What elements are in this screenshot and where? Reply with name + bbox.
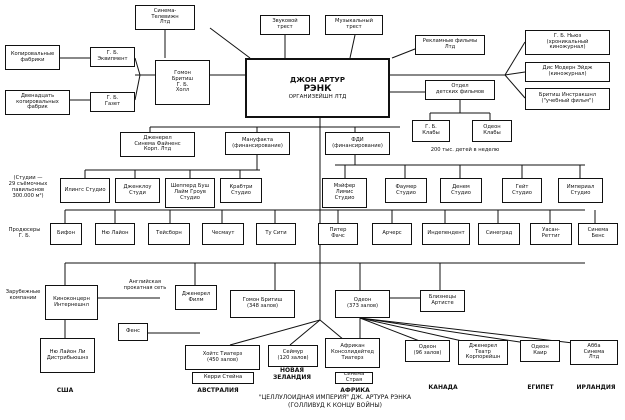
box-gomon-brit: Гомон Бритиш (348 залов) bbox=[230, 290, 295, 318]
box-kinokonc: Киноконцерн Интернешнл bbox=[45, 285, 98, 320]
box-afrikan: Африкан Консолидейтед Тиатерз bbox=[325, 338, 380, 368]
box-odeon-klaby: Одеон Клабы bbox=[472, 120, 512, 142]
rank-line1: ДЖОН АРТУР bbox=[290, 75, 345, 84]
box-muzykalny: Музыкальный трест bbox=[325, 15, 383, 35]
box-dzhenklou: Дженклоу Студи bbox=[115, 178, 160, 203]
box-manufrakt: Мануфакта (финансирование) bbox=[225, 132, 290, 155]
label-kanada: КАНАДА bbox=[428, 384, 458, 391]
box-dvanad: Двенадцать копировальных фабрик bbox=[5, 90, 70, 115]
box-teysborn: Тейсборн bbox=[148, 223, 190, 245]
box-abba: Абба Синема Лтд bbox=[570, 340, 618, 365]
rank-organisation-box: ДЖОН АРТУР РЭНК ОРГАНИЗЕЙШН ЛТД bbox=[245, 58, 390, 118]
box-dzhenerel: Дженерел Синема Файненс Корп. Лтд bbox=[120, 132, 195, 157]
box-chesmaut: Чесмаут bbox=[202, 223, 244, 245]
box-denem: Денем Студио bbox=[440, 178, 482, 203]
label-nov-zel: НОВАЯ ЗЕЛАНДИЯ bbox=[273, 367, 311, 381]
box-hoyts: Хойтс Тиатерз (450 залов) bbox=[185, 345, 260, 370]
box-odeon: Одеон (373 залов) bbox=[335, 290, 390, 318]
box-ilings: Илингс Студио bbox=[60, 178, 110, 203]
label-studii: (Студии — 29 съёмочных павильонов 300.00… bbox=[8, 175, 48, 199]
box-imperial: Империал Студио bbox=[558, 178, 603, 203]
box-kerri: Керри Стейна bbox=[192, 372, 254, 384]
box-krebtri: Крабтри Студио bbox=[220, 178, 262, 203]
box-sedzhon: Сеймур (120 залов) bbox=[268, 345, 318, 367]
box-odeon-kair: Одеон Каир bbox=[520, 340, 560, 362]
box-piter-fachs: Питер Фачс bbox=[318, 223, 358, 245]
label-avstr-set: Английская прокатная сеть bbox=[123, 279, 167, 291]
label-ssha: США bbox=[56, 387, 74, 394]
box-meyfer: Мэйфер Лимис Студио bbox=[322, 178, 367, 208]
box-faumer: Фаумер Студио bbox=[385, 178, 427, 203]
box-otdel-dety: Отдел детских фильмов bbox=[425, 80, 495, 100]
rank-line2: РЭНК bbox=[303, 83, 332, 94]
label-zarubezhn: Зарубежные компании bbox=[5, 289, 41, 301]
box-fdi: ФДИ (финансирование) bbox=[325, 132, 390, 155]
label-prodyusery: Продюсеры Г. Б. bbox=[8, 227, 41, 239]
box-tu-siti: Ту Сити bbox=[256, 223, 296, 245]
box-bifon: Бифон bbox=[50, 223, 82, 245]
label-dety: 200 тыс. детей в неделю bbox=[430, 147, 500, 153]
box-nyu-layon-lf: Ню Лайон Ли Дистрибьюшнз bbox=[40, 338, 95, 373]
box-dzhenrel-film: Дженерел Филм bbox=[175, 285, 217, 310]
box-dis-modern: Дис Модерн Эйдж (киножурнал) bbox=[525, 62, 610, 82]
title-line1: "ЦЕЛЛУЛОИДНАЯ ИМПЕРИЯ" ДЖ. АРТУРА РЭНКА bbox=[258, 394, 412, 401]
box-reklamnye: Рекламные фильмы Лтд bbox=[415, 35, 485, 55]
box-fens: Фенс bbox=[118, 323, 148, 341]
box-sinegrad: Синеград bbox=[478, 223, 520, 245]
box-bliznets: Близнецы Артисте bbox=[420, 290, 465, 312]
label-avstraliya: АВСТРАЛИЯ bbox=[197, 387, 239, 394]
box-sinema-tv: Синема- Телевижн Лтд bbox=[135, 5, 195, 30]
box-odeon-ca: Одеон (96 залов) bbox=[405, 340, 450, 362]
box-yaku-rettig: Уасан- Реттиг bbox=[530, 223, 572, 245]
box-gb-nyuz: Г. Б. Ньюз (хроникальный киножурнал) bbox=[525, 30, 610, 55]
box-kopirovalnye: Копировальные фабрики bbox=[5, 45, 60, 70]
box-sinema-bens: Синема Бенс bbox=[578, 223, 618, 245]
rank-line3: ОРГАНИЗЕЙШН ЛТД bbox=[288, 94, 347, 101]
title-line2: (ГОЛЛИВУД К КОНЦУ ВОЙНЫ) bbox=[288, 401, 382, 409]
label-egipet: ЕГИПЕТ bbox=[527, 384, 554, 391]
box-geyt: Гейт Студио bbox=[502, 178, 542, 203]
box-gomon: Гомон Бритиш Г. Б. Холл bbox=[155, 60, 210, 105]
box-gb-gazet: Г. Б. Газет bbox=[90, 92, 135, 112]
box-britsh-instr: Бритиш Инстракшнл ("учебный фильм") bbox=[525, 88, 610, 110]
label-irlandiya: ИРЛАНДИЯ bbox=[576, 384, 616, 391]
box-zvukovoy: Звуковой трест bbox=[260, 15, 310, 35]
box-archers: Арчерс bbox=[372, 223, 412, 245]
box-dzhenerel-ta: Дженерел Театр Корпорейшн bbox=[458, 340, 508, 365]
box-gb-klaby: Г. Б. Клабы bbox=[412, 120, 450, 142]
box-ssha-kin: Синема Страя bbox=[335, 372, 373, 384]
label-afrika: АФРИКА bbox=[340, 387, 370, 394]
box-nyu-layon: Ню Лайон bbox=[95, 223, 135, 245]
box-independent: Индепендент bbox=[422, 223, 470, 245]
box-shepperton: Шепперд Буш Лайм Гроув Студио bbox=[165, 178, 215, 208]
box-gb-ekvipment: Г. Б. Эквипмент bbox=[90, 47, 135, 67]
diagram-title: "ЦЕЛЛУЛОИДНАЯ ИМПЕРИЯ" ДЖ. АРТУРА РЭНКА … bbox=[240, 394, 430, 409]
